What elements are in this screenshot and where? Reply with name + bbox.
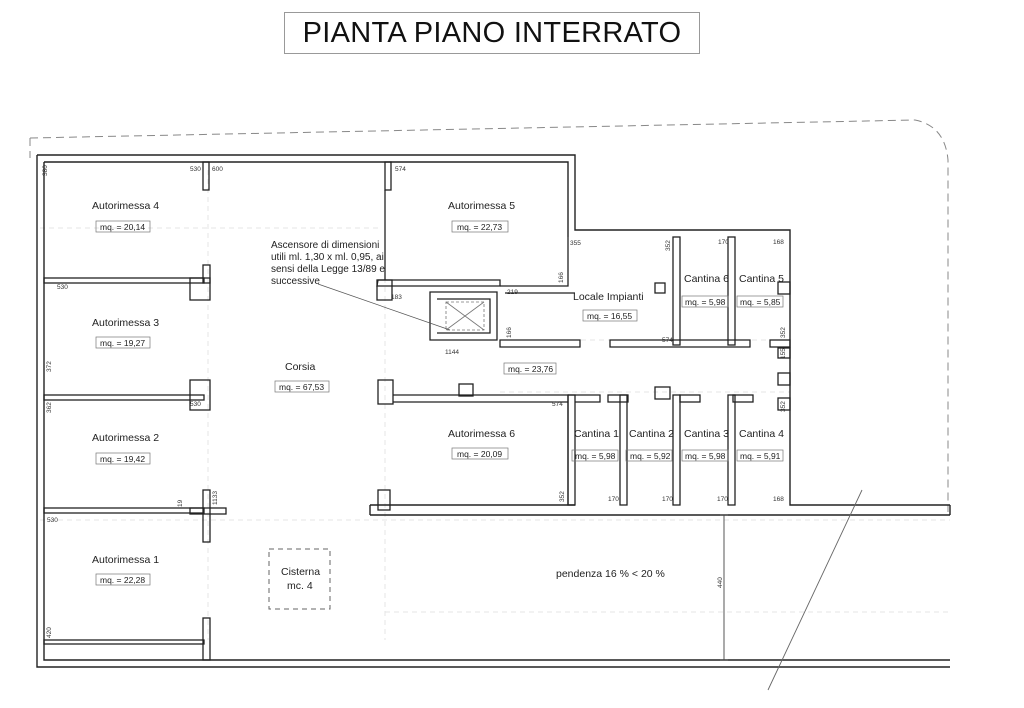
dim-380: 380 bbox=[42, 165, 49, 176]
room-cantina5-area: mq. = 5,85 bbox=[740, 297, 781, 307]
dim-168-a: 168 bbox=[773, 239, 784, 246]
dim-1144: 1144 bbox=[445, 349, 459, 356]
room-autorimessa3-name: Autorimessa 3 bbox=[92, 317, 159, 329]
dim-170-a: 170 bbox=[718, 239, 729, 246]
room-cantina1-area: mq. = 5,98 bbox=[575, 451, 616, 461]
dim-166-a: 166 bbox=[558, 272, 565, 283]
ramp-lines bbox=[720, 489, 863, 691]
room-cantina4-name: Cantina 4 bbox=[739, 428, 784, 440]
room-autorimessa6-name: Autorimessa 6 bbox=[448, 428, 515, 440]
room-cantina1-name: Cantina 1 bbox=[574, 428, 619, 440]
dim-574-a: 574 bbox=[395, 166, 406, 173]
dim-420: 420 bbox=[46, 627, 53, 638]
dim-352-d: 352 bbox=[780, 401, 787, 412]
elevator-note-line1: Ascensore di dimensioni bbox=[271, 240, 379, 251]
page-title: PIANTA PIANO INTERRATO bbox=[302, 16, 682, 49]
elevator-note-line4: successive bbox=[271, 276, 320, 287]
dim-170-c: 170 bbox=[662, 496, 673, 503]
elevator-note-line2: utili ml. 1,30 x ml. 0,95, ai bbox=[271, 252, 384, 263]
room-autorimessa1-name: Autorimessa 1 bbox=[92, 554, 159, 566]
dim-168-b: 168 bbox=[773, 496, 784, 503]
dim-155: 155 bbox=[780, 348, 787, 359]
room-locale-impianti-area: mq. = 16,55 bbox=[587, 311, 632, 321]
cellar-walls bbox=[567, 386, 791, 506]
room-autorimessa4-area: mq. = 20,14 bbox=[100, 222, 145, 232]
room-autorimessa3-area: mq. = 19,27 bbox=[100, 338, 145, 348]
garage-walls-left bbox=[43, 161, 227, 661]
dim-530-d: 530 bbox=[47, 517, 58, 524]
dim-352-c: 352 bbox=[559, 491, 566, 502]
dim-19: 19 bbox=[177, 499, 184, 507]
room-autorimessa5-name: Autorimessa 5 bbox=[448, 200, 515, 212]
outer-walls bbox=[36, 154, 951, 668]
dim-574-b: 574 bbox=[662, 337, 673, 344]
area-boxes bbox=[95, 220, 784, 586]
dim-170-b: 170 bbox=[608, 496, 619, 503]
dim-372: 372 bbox=[46, 361, 53, 372]
room-corridoio-area: mq. = 23,76 bbox=[508, 364, 553, 374]
cisterna-capacity: mc. 4 bbox=[287, 580, 313, 592]
dim-166-b: 166 bbox=[506, 327, 513, 338]
dim-219: 219 bbox=[507, 289, 518, 296]
dim-352-a: 352 bbox=[665, 240, 672, 251]
elevator bbox=[429, 291, 498, 341]
title-box: PIANTA PIANO INTERRATO bbox=[284, 12, 700, 54]
room-autorimessa2-name: Autorimessa 2 bbox=[92, 432, 159, 444]
dim-574-c: 574 bbox=[552, 401, 563, 408]
room-cantina6-name: Cantina 6 bbox=[684, 273, 729, 285]
dim-530-b: 530 bbox=[57, 284, 68, 291]
room-autorimessa5-area: mq. = 22,73 bbox=[457, 222, 502, 232]
ramp-slope-text: pendenza 16 % < 20 % bbox=[556, 568, 665, 580]
site-boundary bbox=[29, 119, 949, 512]
room-cantina4-area: mq. = 5,91 bbox=[740, 451, 781, 461]
room-autorimessa2-area: mq. = 19,42 bbox=[100, 454, 145, 464]
room-cantina2-area: mq. = 5,92 bbox=[630, 451, 671, 461]
room-corsia-area: mq. = 67,53 bbox=[279, 382, 324, 392]
room-cantina6-area: mq. = 5,98 bbox=[685, 297, 726, 307]
dim-530-a: 530 bbox=[190, 166, 201, 173]
room-autorimessa1-area: mq. = 22,28 bbox=[100, 575, 145, 585]
cisterna-name: Cisterna bbox=[281, 566, 320, 578]
dim-440: 440 bbox=[717, 577, 724, 588]
room-autorimessa6-area: mq. = 20,09 bbox=[457, 449, 502, 459]
cisterna-outline bbox=[268, 548, 331, 610]
dim-170-d: 170 bbox=[717, 496, 728, 503]
dim-600: 600 bbox=[212, 166, 223, 173]
dim-362: 362 bbox=[46, 402, 53, 413]
room-cantina3-area: mq. = 5,98 bbox=[685, 451, 726, 461]
room-corsia-name: Corsia bbox=[285, 361, 316, 373]
dim-183: 183 bbox=[391, 294, 402, 301]
construction-lines bbox=[40, 170, 950, 640]
room-cantina2-name: Cantina 2 bbox=[629, 428, 674, 440]
elevator-leader-line bbox=[317, 283, 451, 331]
dim-1133: 1133 bbox=[212, 491, 219, 505]
service-walls bbox=[499, 236, 791, 386]
room-locale-impianti-name: Locale Impianti bbox=[573, 291, 644, 303]
dim-352-b: 352 bbox=[780, 327, 787, 338]
dim-355: 355 bbox=[570, 240, 581, 247]
room-autorimessa4-name: Autorimessa 4 bbox=[92, 200, 159, 212]
elevator-note-line3: sensi della Legge 13/89 e bbox=[271, 264, 385, 275]
dim-530-c: 530 bbox=[190, 401, 201, 408]
room-cantina3-name: Cantina 3 bbox=[684, 428, 729, 440]
room-cantina5-name: Cantina 5 bbox=[739, 273, 784, 285]
